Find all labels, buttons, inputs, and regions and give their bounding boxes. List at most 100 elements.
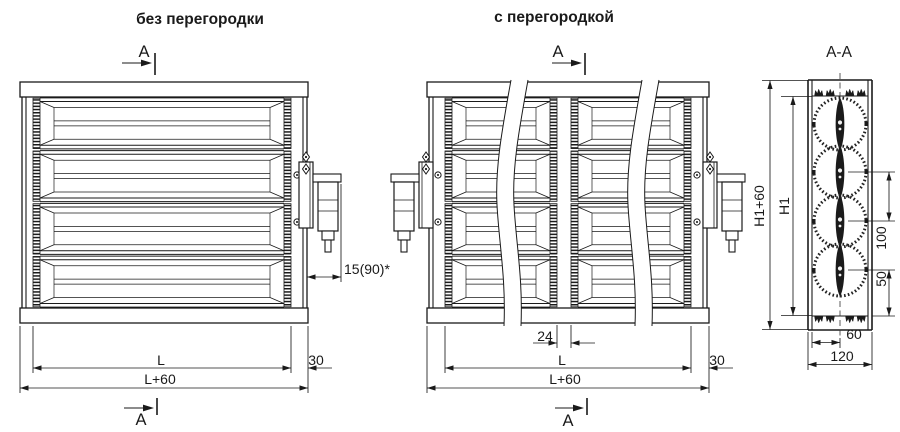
drawing-line xyxy=(577,153,593,161)
drawing-line xyxy=(451,153,467,161)
drawing-line xyxy=(451,297,467,304)
gear-rack-strip xyxy=(549,97,558,149)
dim-label-overall-width-left: L+60 xyxy=(144,371,176,387)
screw-icon xyxy=(695,220,699,224)
actuator-bolt xyxy=(424,155,428,159)
blade-hub xyxy=(837,126,843,132)
break-line xyxy=(627,79,643,327)
actuator-shaft xyxy=(728,239,736,253)
drawing-line xyxy=(669,138,685,146)
actuator-shaft xyxy=(321,230,335,241)
gear-rack-strip xyxy=(283,256,292,308)
dim-label-overall-height: H1+60 xyxy=(751,185,767,227)
front-view-without-partition xyxy=(19,53,342,415)
dim-label-depth: 120 xyxy=(830,348,854,364)
drawing-line xyxy=(39,297,55,304)
dim-arrow xyxy=(812,339,821,346)
gear-rack-strip xyxy=(32,150,41,202)
actuator-shaft xyxy=(324,239,332,253)
actuator-shaft xyxy=(397,230,411,241)
screw-icon xyxy=(693,218,701,226)
section-mark-label-top-left: А xyxy=(138,43,149,61)
screw-icon xyxy=(295,173,299,177)
drawing-line xyxy=(451,259,467,267)
dim-arrow xyxy=(427,385,436,391)
dim-label-partition: 24 xyxy=(537,328,553,344)
screw-icon xyxy=(436,220,440,224)
drawing-line xyxy=(535,244,551,252)
dim-arrow xyxy=(886,270,892,279)
drawing-line xyxy=(269,153,285,161)
gear-rack-strip xyxy=(32,97,41,149)
actuator-body xyxy=(721,181,743,232)
dim-arrow xyxy=(141,59,152,67)
actuator-bolt xyxy=(304,167,308,171)
drawing-line xyxy=(669,191,685,199)
dim-arrow xyxy=(33,365,42,371)
actuator-arm xyxy=(716,173,746,183)
dim-label-height: H1 xyxy=(776,197,792,215)
drawing-line xyxy=(577,244,593,252)
dim-label-blade-pitch: 100 xyxy=(873,226,889,250)
screw-icon xyxy=(436,173,440,177)
wall-stop xyxy=(812,122,816,126)
drawing-line xyxy=(269,191,285,199)
dim-arrow xyxy=(790,96,796,105)
section-view-a-a xyxy=(762,73,895,370)
screw-icon xyxy=(695,173,699,177)
wall-stop xyxy=(812,268,816,272)
dim-arrow xyxy=(143,404,154,412)
dim-label-actuator-offset: 15(90)* xyxy=(344,261,390,277)
screw-icon xyxy=(295,220,299,224)
drawing-line xyxy=(269,297,285,304)
drawing-line xyxy=(577,297,593,304)
screw-icon xyxy=(434,218,442,226)
dim-arrow xyxy=(700,385,709,391)
actuator-arm xyxy=(390,173,420,183)
gear-rack-strip xyxy=(444,256,453,308)
drawing-line xyxy=(535,206,551,214)
actuator-bolt xyxy=(304,155,308,159)
front-view-with-partition xyxy=(390,53,746,415)
dim-label-width-left: L xyxy=(157,352,165,368)
gear-rack-strip xyxy=(683,150,692,202)
dim-arrow xyxy=(886,307,892,316)
dim-arrow xyxy=(573,404,584,412)
gear-rack-strip xyxy=(283,203,292,255)
drawing-line xyxy=(39,191,55,199)
actuator-arm xyxy=(312,173,342,183)
drawing-line xyxy=(669,206,685,214)
break-band xyxy=(627,80,659,326)
gear-rack-strip xyxy=(683,256,692,308)
drawing-line xyxy=(269,244,285,252)
break-band xyxy=(496,80,528,326)
gear-rack-strip xyxy=(444,150,453,202)
dim-label-width-middle: L xyxy=(558,352,566,368)
dim-arrow xyxy=(808,361,817,368)
dim-arrow xyxy=(445,365,454,371)
dim-label-flange-middle: 30 xyxy=(709,352,725,368)
gear-rack-strip xyxy=(32,203,41,255)
drawing-line xyxy=(577,259,593,267)
actuator-body xyxy=(393,181,415,232)
left-view-title: без перегородки xyxy=(136,11,264,28)
drawing-line xyxy=(39,138,55,146)
drawing-line xyxy=(577,138,593,146)
seal-bump xyxy=(845,88,855,97)
actuator-bolt xyxy=(424,167,428,171)
dim-label-overall-width-middle: L+60 xyxy=(549,371,581,387)
drawing-line xyxy=(669,153,685,161)
gear-rack-strip xyxy=(444,203,453,255)
dim-arrow xyxy=(886,212,892,221)
dim-arrow xyxy=(332,274,341,280)
seal-bump xyxy=(814,315,824,324)
dim-label-half-width: 60 xyxy=(846,326,862,342)
dim-arrow xyxy=(886,172,892,181)
drawing-line xyxy=(577,101,593,108)
dim-arrow xyxy=(571,59,582,67)
actuator-mechanism xyxy=(390,151,434,253)
seal-bump xyxy=(825,315,835,324)
dim-arrow xyxy=(831,339,840,346)
